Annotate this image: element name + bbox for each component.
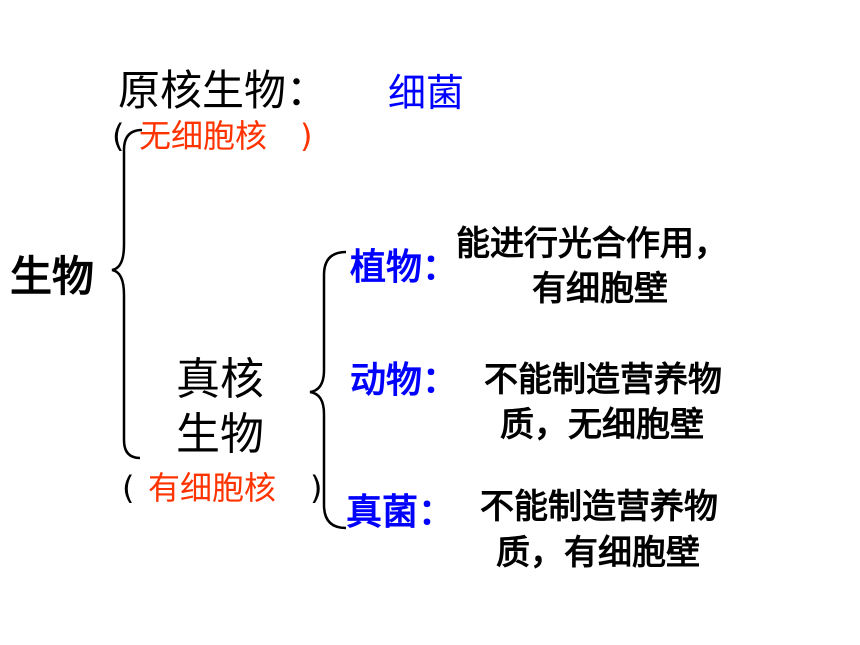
- branch-animal-desc-2: 质，无细胞壁: [500, 405, 704, 445]
- eukaryote-note-close: ): [310, 469, 323, 507]
- branch-animal-label: 动物：: [350, 360, 459, 401]
- prokaryote-note-close: ): [300, 117, 313, 155]
- prokaryote-note: 无细胞核: [139, 117, 268, 155]
- eukaryote-brace: [309, 250, 347, 530]
- branch-fungi-label: 真菌：: [346, 492, 455, 533]
- branch-fungi-desc-1: 不能制造营养物: [480, 487, 718, 527]
- branch-plant-label: 植物：: [350, 247, 459, 288]
- prokaryote-note-open: (: [112, 117, 125, 155]
- eukaryote-title-line2: 生物: [176, 409, 264, 460]
- eukaryote-note: 有细胞核: [148, 469, 277, 507]
- branch-animal-desc-1: 不能制造营养物: [484, 360, 722, 400]
- eukaryote-note-open: (: [122, 469, 135, 507]
- root-label: 生物: [10, 252, 95, 301]
- prokaryote-example: 细菌: [388, 71, 465, 115]
- branch-plant-desc-2: 有细胞壁: [532, 269, 668, 309]
- branch-fungi-desc-2: 质，有细胞壁: [496, 533, 700, 573]
- eukaryote-title-line1: 真核: [176, 354, 264, 405]
- branch-plant-desc-1: 能进行光合作用，: [456, 224, 728, 264]
- prokaryote-title: 原核生物：: [118, 66, 329, 115]
- main-brace: [111, 128, 143, 460]
